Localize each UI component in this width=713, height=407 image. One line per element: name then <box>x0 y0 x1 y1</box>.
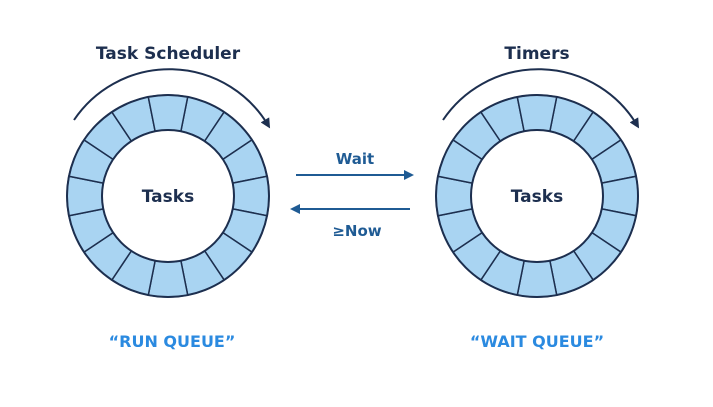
wait-queue-label: “WAIT QUEUE” <box>470 332 604 351</box>
scheduler-rotation-arrow <box>73 68 271 129</box>
ring-segment <box>516 94 558 133</box>
transfer-arrows: Wait ≥Now <box>290 150 414 240</box>
ring-outer-border <box>66 94 270 298</box>
ring-outer-border <box>435 94 639 298</box>
ring-inner-border <box>470 129 604 263</box>
timers-center-label: Tasks <box>511 187 563 207</box>
timers-rotation-arrow <box>442 68 640 129</box>
run-queue-label: “RUN QUEUE” <box>109 332 236 351</box>
timers-title: Timers <box>504 44 569 64</box>
scheduler-group: Task Scheduler Tasks “RUN QUEUE” <box>66 44 271 351</box>
scheduler-center-label: Tasks <box>142 187 194 207</box>
scheduler-ring <box>66 94 270 298</box>
wait-label: Wait <box>336 150 374 168</box>
ring-inner-border <box>101 129 235 263</box>
timers-ring <box>435 94 639 298</box>
timers-group: Timers Tasks “WAIT QUEUE” <box>435 44 640 351</box>
ring-segment <box>147 94 189 133</box>
now-label: ≥Now <box>332 222 381 240</box>
scheduler-title: Task Scheduler <box>96 44 241 64</box>
